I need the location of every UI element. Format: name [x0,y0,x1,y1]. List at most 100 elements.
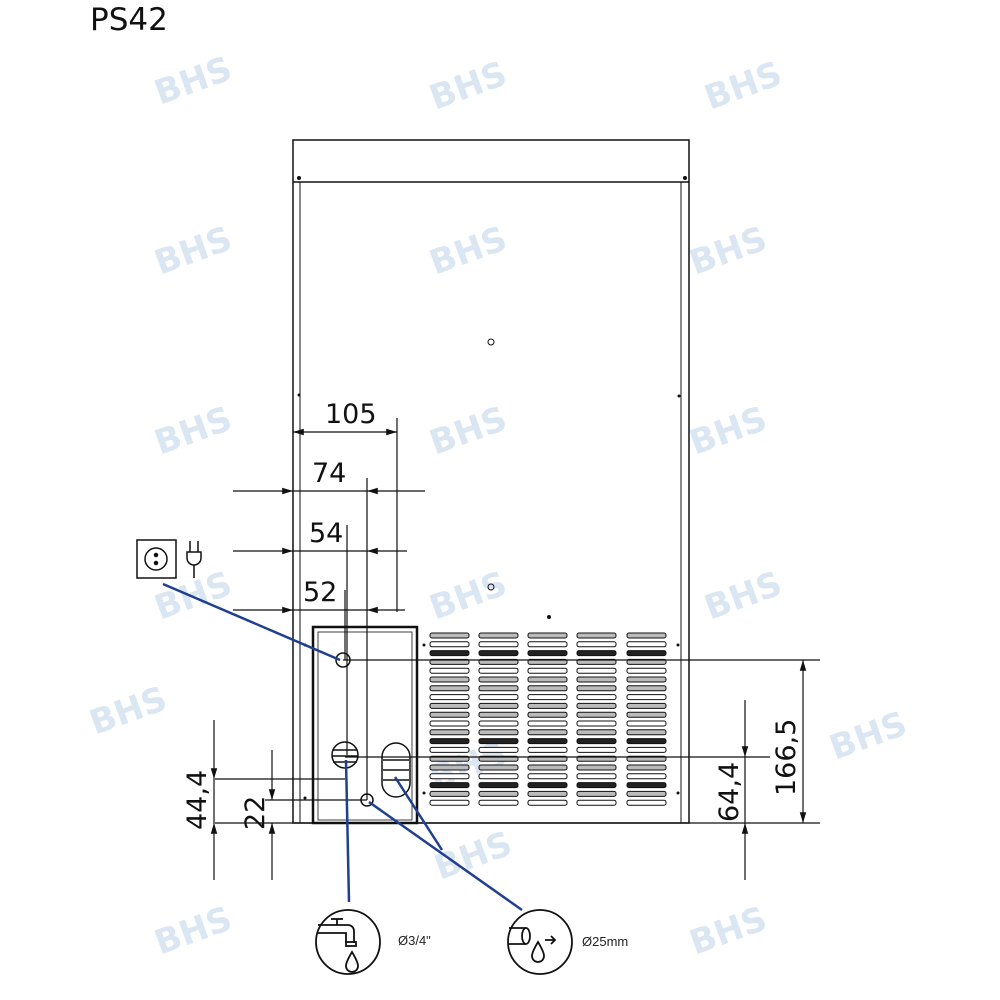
grille-slot [626,738,667,745]
grille-slot [626,702,667,709]
grille-slot [576,746,617,753]
watermark-logo: BHS [684,219,772,284]
grille-slot [626,773,667,780]
grille-slot [429,720,470,727]
grille-slot [429,764,470,771]
grille-slot [626,764,667,771]
grille-slot [478,650,519,657]
grille-slot [626,650,667,657]
watermark-logo: BHS [149,399,237,464]
grille-slot [576,667,617,674]
grille-slot [478,764,519,771]
mounting-hole [487,583,495,591]
grille-slot [576,685,617,692]
grille-slot [626,746,667,753]
grille-slot [576,799,617,806]
grille-slot [478,773,519,780]
grille-slot [527,738,568,745]
grille-slot [429,790,470,797]
watermark-logo: BHS [429,824,517,889]
drain-label: Ø25mm [582,934,628,949]
dim-74: 74 [312,458,346,489]
watermark-logo: BHS [684,399,772,464]
grille-slot [576,790,617,797]
grille-slot [626,782,667,789]
grille-slot [478,685,519,692]
grille-slot [576,711,617,718]
grille-slot [478,641,519,648]
grille-slot [478,694,519,701]
grille-slot [626,641,667,648]
grille-slot [429,676,470,683]
grille-slot [527,632,568,639]
leader-lines [162,582,523,912]
grille-slot [527,729,568,736]
grille-slot [576,702,617,709]
grille-slot [527,676,568,683]
grille-slot [527,685,568,692]
power-socket-plug-icon [136,539,202,579]
grille-slot [429,738,470,745]
grille-slot [429,685,470,692]
grille-slot [478,702,519,709]
grille-slot [478,711,519,718]
grille-slot [576,764,617,771]
grille-slot [478,790,519,797]
dim-54: 54 [309,518,343,549]
grille-slot [527,799,568,806]
watermark-logo: BHS [84,679,172,744]
watermark-logo: BHS [699,564,787,629]
grille-slot [626,729,667,736]
grille-slot [626,799,667,806]
grille-slot [478,632,519,639]
grille-slot [576,694,617,701]
watermark-logo: BHS [684,899,772,964]
drain-pipe-icon [507,909,573,975]
watermark-logo: BHS [424,564,512,629]
grille-slot [429,711,470,718]
grille-slot [626,685,667,692]
dimension-lines [210,418,820,880]
ventilation-grille [429,632,667,806]
dim-44-4: 44,4 [182,770,213,830]
grille-slot [576,632,617,639]
mounting-hole [487,338,495,346]
grille-slot [626,720,667,727]
grille-slot [527,702,568,709]
grille-slot [626,790,667,797]
watermark-logo: BHS [424,219,512,284]
grille-slot [527,711,568,718]
water-inlet-label: Ø3/4" [398,933,431,948]
grille-slot [527,773,568,780]
grille-slot [478,799,519,806]
grille-slot [626,676,667,683]
grille-slot [527,694,568,701]
grille-slot [478,720,519,727]
grille-slot [576,676,617,683]
dim-64-4: 64,4 [714,762,745,822]
grille-slot [527,650,568,657]
dim-22: 22 [240,796,271,830]
grille-slot [429,773,470,780]
grille-slot [527,790,568,797]
grille-slot [576,650,617,657]
grille-slot [576,738,617,745]
watermark-logo: BHS [424,399,512,464]
grille-slot [576,773,617,780]
grille-slot [478,738,519,745]
grille-slot [527,764,568,771]
grille-slot [478,782,519,789]
grille-slot [429,729,470,736]
watermark-logo: BHS [824,704,912,769]
grille-slot [429,650,470,657]
grille-slot [527,720,568,727]
grille-slot [527,782,568,789]
grille-slot [429,667,470,674]
grille-slot [527,746,568,753]
grille-slot [527,641,568,648]
model-title: PS42 [90,2,168,38]
watermark-logo: BHS [149,49,237,114]
grille-slot [429,799,470,806]
grille-slot [478,667,519,674]
